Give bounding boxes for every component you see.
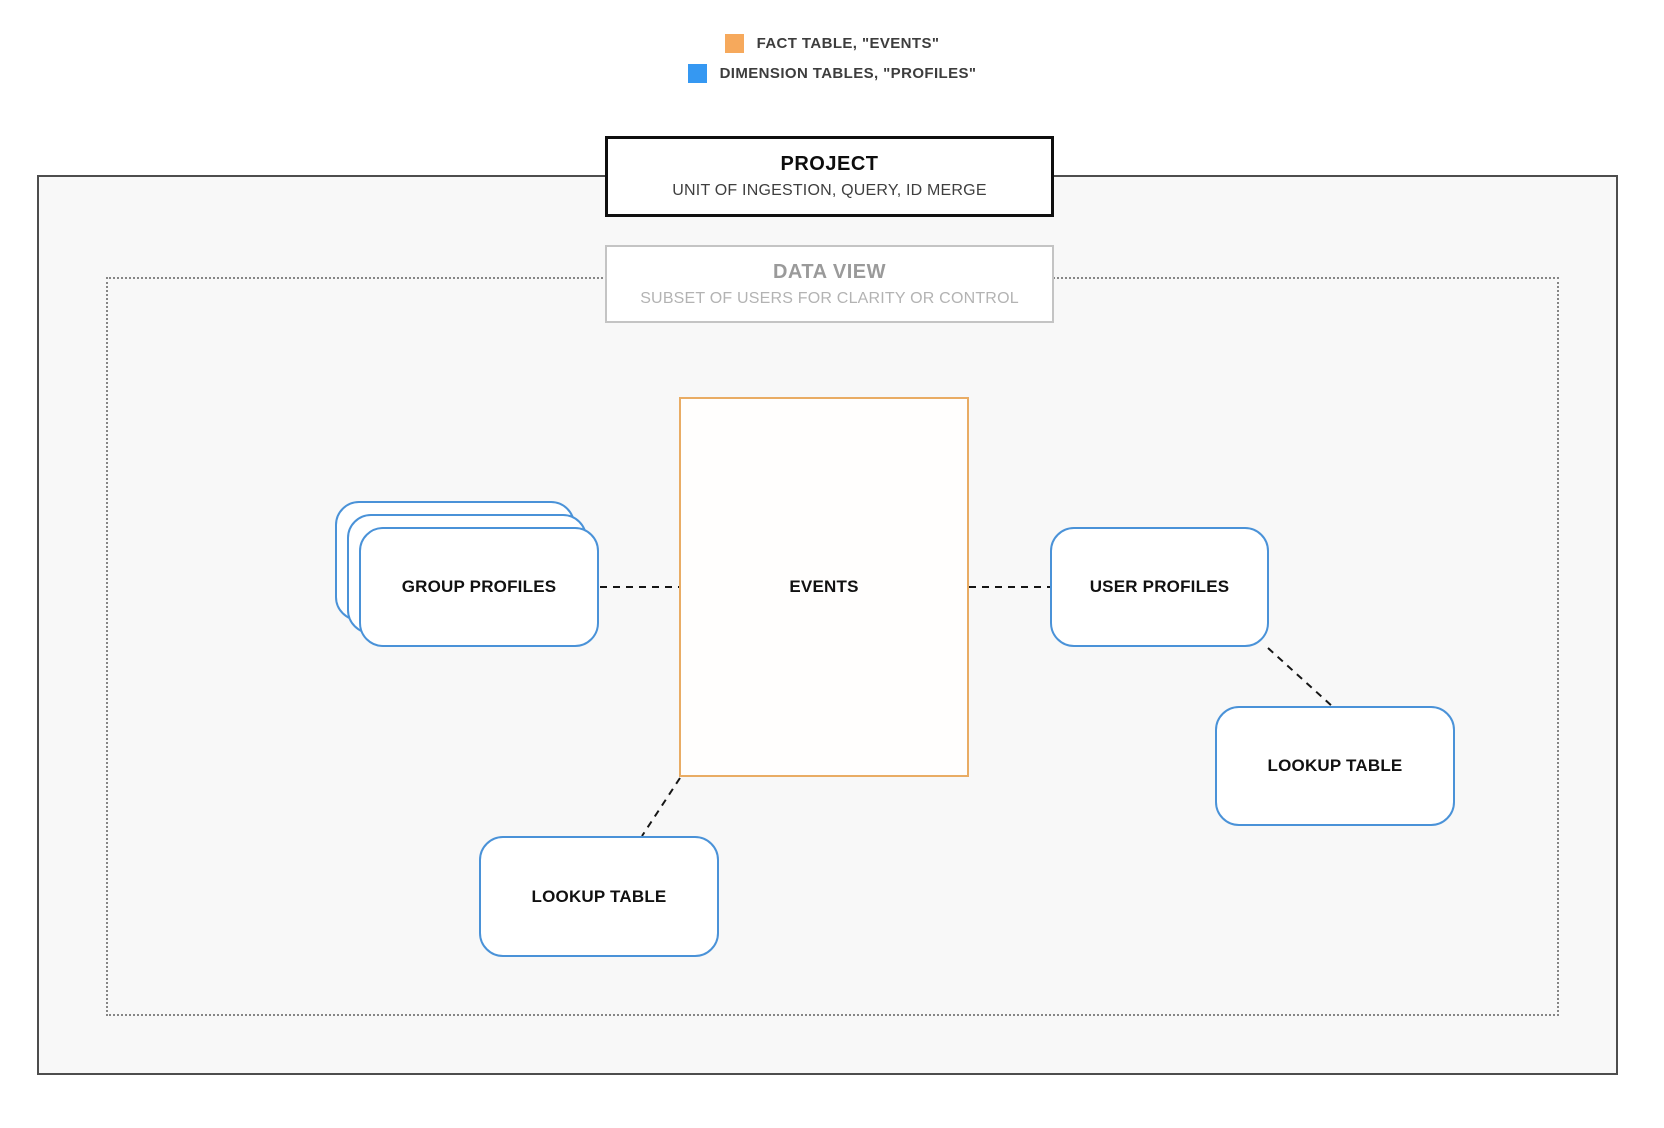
node-group-profiles: GROUP PROFILES bbox=[359, 527, 599, 647]
fact-table-swatch-icon bbox=[724, 34, 744, 53]
events-label: EVENTS bbox=[789, 577, 859, 596]
node-lookup-table-bottom: LOOKUP TABLE bbox=[479, 836, 719, 957]
legend-item-fact-table: FACT TABLE, "EVENTS" bbox=[724, 34, 940, 53]
lookup-table-right-label: LOOKUP TABLE bbox=[1267, 756, 1403, 775]
data-view-title: DATA VIEW bbox=[772, 260, 886, 283]
project-title: PROJECT bbox=[780, 153, 879, 175]
legend-label-fact-table: FACT TABLE, "EVENTS" bbox=[756, 35, 940, 52]
legend: FACT TABLE, "EVENTS" DIMENSION TABLES, "… bbox=[0, 34, 1664, 83]
data-view-header-box: DATA VIEW SUBSET OF USERS FOR CLARITY OR… bbox=[605, 245, 1054, 323]
node-user-profiles: USER PROFILES bbox=[1050, 527, 1269, 647]
node-events-fact-table: EVENTS bbox=[679, 397, 969, 777]
user-profiles-label: USER PROFILES bbox=[1089, 577, 1230, 596]
project-header-box: PROJECT UNIT OF INGESTION, QUERY, ID MER… bbox=[605, 136, 1054, 217]
group-profiles-label: GROUP PROFILES bbox=[401, 577, 557, 596]
lookup-table-bottom-label: LOOKUP TABLE bbox=[531, 886, 667, 906]
legend-label-dimension-tables: DIMENSION TABLES, "PROFILES" bbox=[719, 65, 977, 82]
dimension-tables-swatch-icon bbox=[687, 64, 707, 83]
legend-item-dimension-tables: DIMENSION TABLES, "PROFILES" bbox=[687, 64, 977, 83]
project-subtitle: UNIT OF INGESTION, QUERY, ID MERGE bbox=[672, 182, 987, 199]
node-lookup-table-right: LOOKUP TABLE bbox=[1215, 706, 1455, 826]
data-view-subtitle: SUBSET OF USERS FOR CLARITY OR CONTROL bbox=[640, 289, 1019, 307]
